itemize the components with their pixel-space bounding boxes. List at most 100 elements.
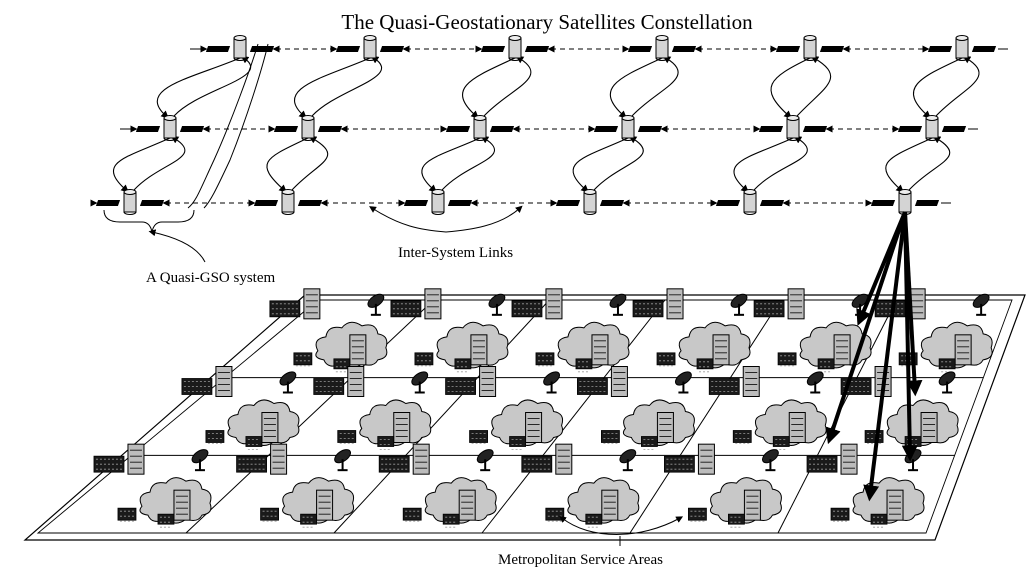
server-icon	[908, 288, 926, 320]
switch-icon	[545, 507, 565, 522]
switch-icon	[402, 507, 422, 522]
ground-layer	[23, 288, 1026, 546]
satellite-icon	[403, 189, 473, 215]
server-icon	[591, 334, 609, 366]
server-icon	[393, 412, 411, 443]
satellite-icon	[95, 189, 165, 215]
ground-space-links	[825, 211, 923, 502]
solar-panel-icon	[297, 200, 323, 206]
orbit-loop	[462, 55, 532, 119]
satellite-icon	[775, 35, 845, 61]
switch-icon	[806, 455, 838, 473]
server-icon	[656, 412, 674, 443]
switch-icon	[93, 455, 125, 473]
dish-antenna-icon	[609, 293, 627, 316]
server-icon	[787, 288, 805, 320]
switch-icon	[521, 455, 553, 473]
link-arrow-icon	[856, 211, 907, 326]
switch-icon	[300, 513, 317, 528]
satellite-icon	[870, 189, 940, 215]
server-icon	[458, 489, 476, 521]
dish-antenna-icon	[191, 449, 209, 472]
solar-panel-icon	[445, 126, 471, 132]
satellite-icon	[273, 115, 343, 141]
server-icon	[261, 412, 279, 443]
server-icon	[954, 334, 972, 366]
grid-line	[481, 299, 666, 534]
system-bracket	[203, 43, 269, 209]
switch-icon	[664, 455, 695, 473]
server-icon	[127, 443, 145, 475]
server-icon	[545, 288, 563, 320]
switch-icon	[708, 378, 740, 395]
satellite-icon	[758, 115, 828, 141]
solar-panel-icon	[489, 126, 515, 132]
server-icon	[215, 366, 233, 397]
solar-panel-icon	[637, 126, 663, 132]
orbit-loop	[113, 135, 186, 193]
server-icon	[270, 443, 288, 475]
solar-panel-icon	[927, 46, 953, 52]
link-arrow-icon	[863, 211, 907, 502]
server-icon	[424, 288, 442, 320]
switch-icon	[696, 358, 714, 373]
orbit-loop	[770, 56, 832, 119]
isl-pointer	[369, 205, 523, 233]
switch-icon	[337, 430, 357, 444]
solar-panel-icon	[897, 126, 923, 132]
diagram-title: The Quasi-Geostationary Satellites Const…	[341, 10, 753, 34]
solar-panel-icon	[273, 126, 299, 132]
server-icon	[470, 334, 488, 366]
server-icon	[610, 366, 628, 397]
orbit-loop	[572, 135, 644, 193]
switch-icon	[830, 507, 850, 522]
orbit-loop	[294, 55, 383, 119]
solar-panel-icon	[524, 46, 550, 52]
solar-panel-icon	[179, 126, 205, 132]
switch-icon	[333, 358, 351, 373]
inter-system-links-label: Inter-System Links	[398, 245, 514, 261]
solar-panel-icon	[715, 200, 741, 206]
solar-panel-icon	[555, 200, 581, 206]
switch-icon	[817, 358, 835, 373]
grid-line	[629, 299, 782, 534]
dish-antenna-icon	[488, 293, 506, 316]
switch-icon	[874, 300, 906, 318]
solar-panel-icon	[914, 200, 940, 206]
switch-icon	[864, 430, 884, 444]
satellite-icon	[593, 115, 663, 141]
orbit-loop	[156, 55, 252, 119]
switch-icon	[117, 507, 137, 522]
switch-icon	[511, 300, 543, 318]
satellite-icon	[715, 189, 785, 215]
solar-panel-icon	[941, 126, 967, 132]
server-icon	[697, 443, 715, 475]
dish-antenna-icon	[543, 371, 560, 394]
switch-icon	[454, 358, 472, 373]
switch-icon	[509, 436, 526, 450]
server-icon	[555, 443, 573, 475]
space-layer	[90, 35, 1008, 263]
server-icon	[743, 489, 761, 521]
dish-antenna-icon	[730, 293, 748, 316]
pointer-line	[148, 229, 206, 263]
switch-icon	[378, 455, 410, 473]
switch-icon	[641, 436, 658, 450]
grid-line	[333, 299, 550, 534]
switch-icon	[313, 378, 345, 395]
switch-icon	[260, 507, 279, 522]
grid-line	[185, 299, 435, 534]
switch-icon	[414, 352, 434, 367]
solar-panel-icon	[335, 46, 361, 52]
solar-panel-icon	[599, 200, 625, 206]
switch-icon	[601, 430, 620, 444]
orbit-loop	[421, 135, 496, 193]
solar-panel-icon	[671, 46, 697, 52]
server-icon	[788, 412, 806, 443]
solar-panel-icon	[139, 200, 165, 206]
satellite-icon	[897, 115, 967, 141]
server-icon	[316, 489, 334, 521]
switch-icon	[293, 352, 313, 367]
